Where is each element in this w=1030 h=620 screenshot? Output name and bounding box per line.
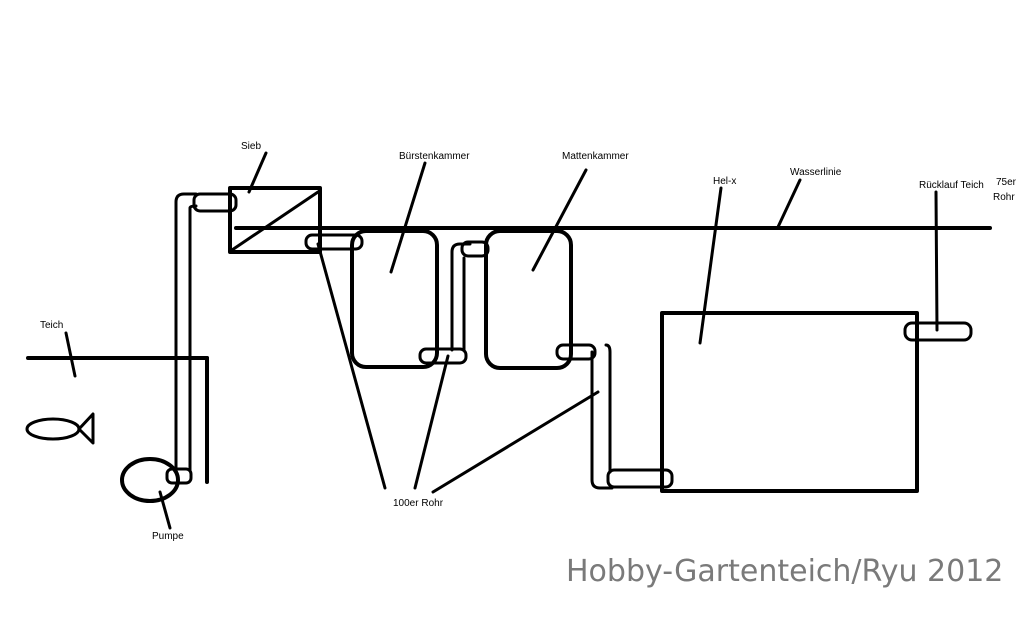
leader-lines (64, 151, 939, 530)
mk-outlet-pipe (555, 343, 597, 361)
label-sieb: Sieb (241, 141, 261, 152)
pump-outlet (165, 467, 193, 485)
mattenkammer-box (484, 229, 573, 370)
fish-icon (25, 412, 95, 445)
sieb-box (228, 186, 322, 254)
label-teich: Teich (40, 320, 63, 331)
helx-inlet-pipe (606, 468, 674, 489)
label-buerstenkammer: Bürstenkammer (399, 151, 470, 162)
label-wasserlinie: Wasserlinie (790, 167, 842, 178)
label-helx: Hel-x (713, 176, 736, 187)
riser-pipe-inner (188, 204, 198, 472)
buerstenkammer-box (350, 229, 439, 369)
pump (120, 457, 180, 503)
label-ruecklauf: Rücklauf Teich (919, 180, 984, 191)
sieb-screen (230, 190, 320, 252)
transfer-pipe (450, 242, 472, 352)
helx-box (660, 311, 919, 493)
label-pumpe: Pumpe (152, 531, 184, 542)
riser-pipe (174, 192, 198, 472)
label-mattenkammer: Mattenkammer (562, 151, 629, 162)
label-100er-rohr: 100er Rohr (393, 498, 444, 509)
helx-feed-pipe (590, 350, 614, 490)
helx-feed-pipe-inner (604, 343, 612, 474)
label-rohr: Rohr (993, 192, 1015, 203)
label-75er: 75er (996, 177, 1017, 188)
watermark: Hobby-Gartenteich/Ryu 2012 (566, 554, 1003, 589)
sieb-outlet-pipe (304, 233, 364, 251)
sieb-inlet-pipe (192, 192, 238, 213)
bk-outlet-pipe (418, 347, 468, 365)
